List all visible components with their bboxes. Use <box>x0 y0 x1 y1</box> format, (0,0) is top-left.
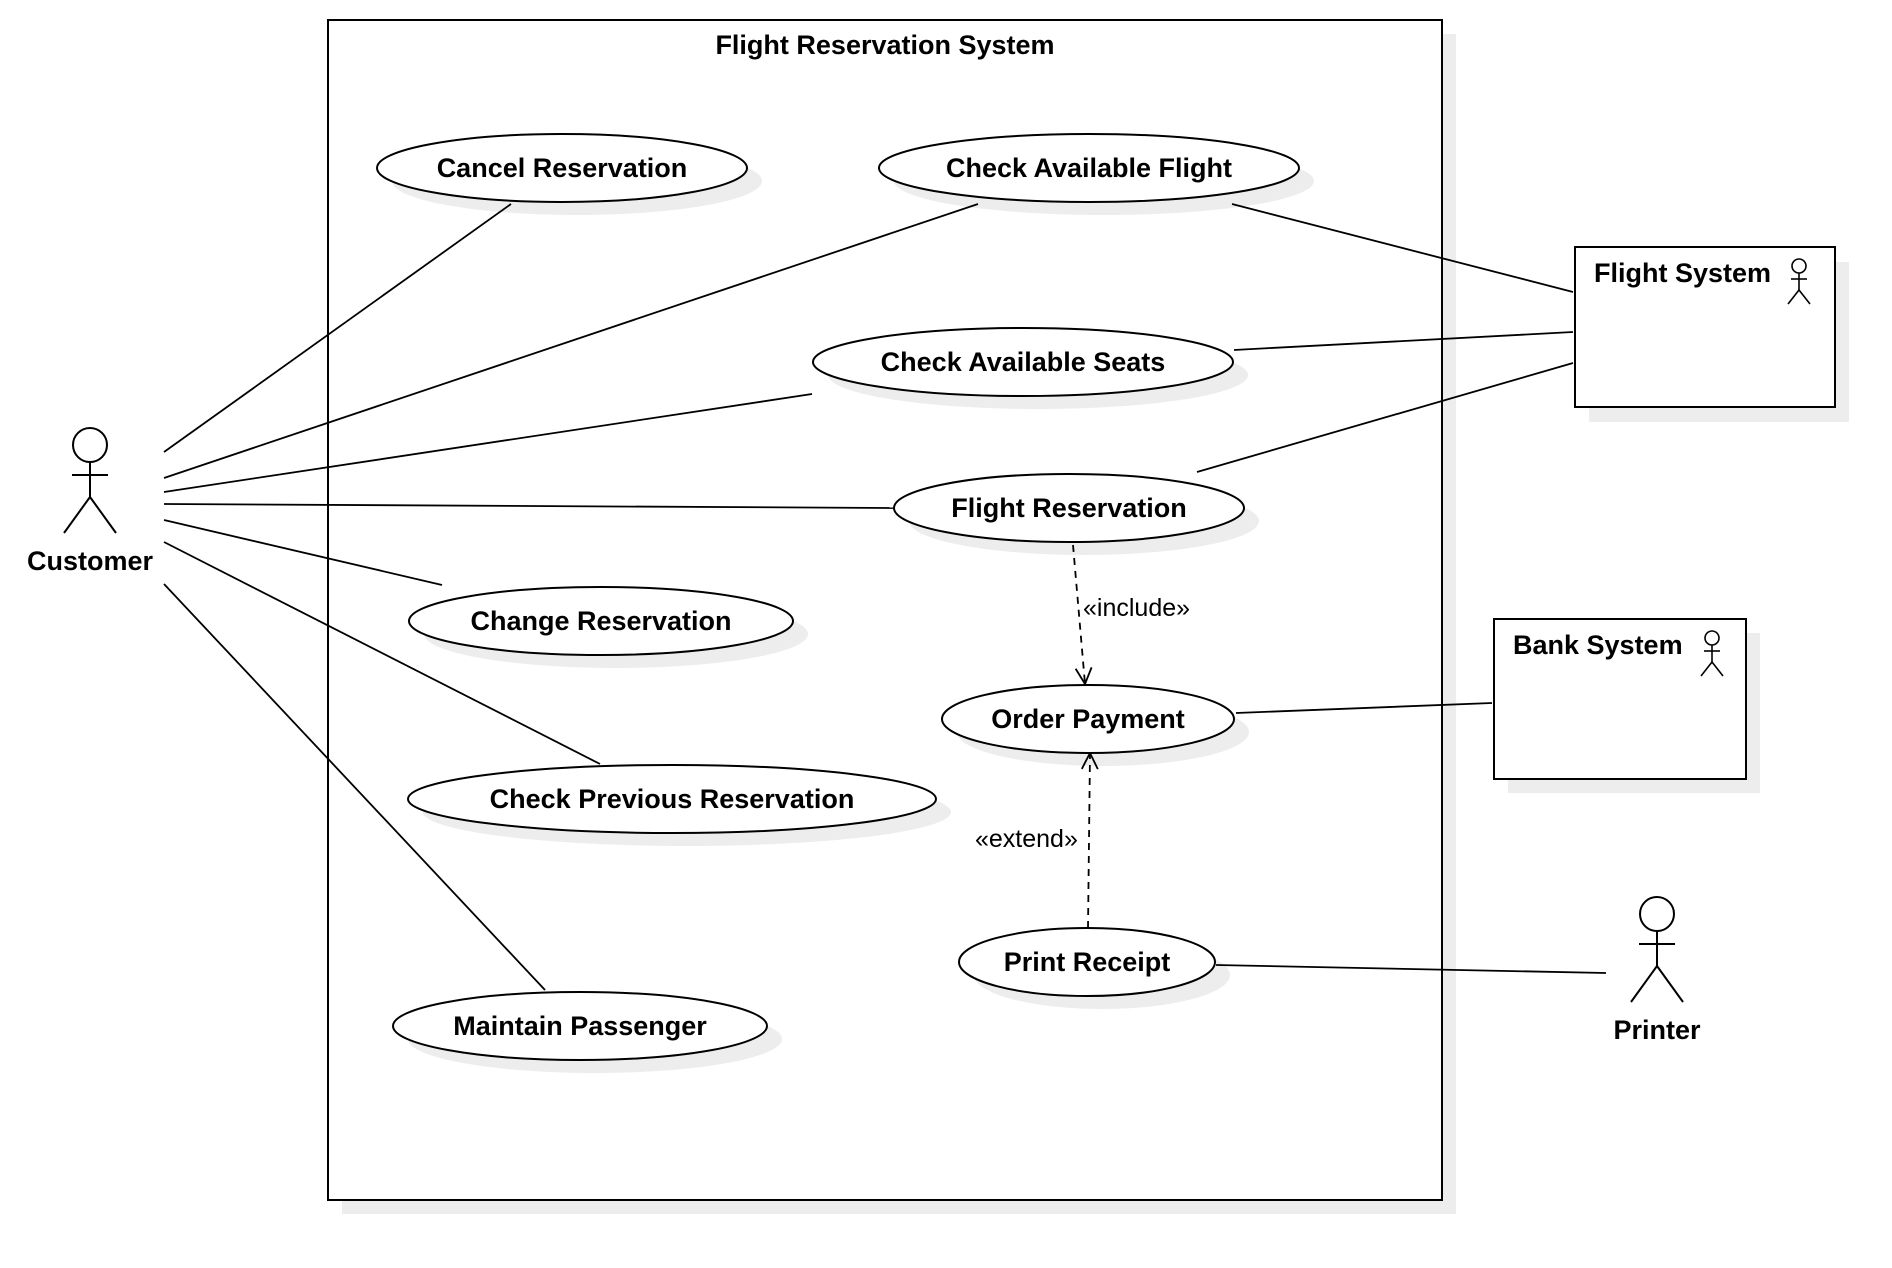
use-case-maintain-passenger[interactable]: Maintain Passenger <box>392 991 782 1073</box>
include-label: «include» <box>1083 594 1190 622</box>
include-arrow <box>1072 544 1093 687</box>
assoc-check-flight-flight-system <box>1231 203 1574 293</box>
use-case-label: Order Payment <box>991 704 1185 734</box>
actor-icon <box>1700 630 1724 677</box>
customer-associations <box>163 203 979 991</box>
assoc-customer-check-flight <box>163 203 979 479</box>
actor-label: Bank System <box>1513 630 1683 660</box>
extend-relation: «extend» <box>975 750 1099 929</box>
assoc-customer-check-previous <box>163 541 601 765</box>
actor-label: Printer <box>1613 1015 1701 1045</box>
use-case-check-available-seats[interactable]: Check Available Seats <box>812 327 1248 409</box>
actor-customer[interactable]: Customer <box>27 427 154 576</box>
use-case-label: Print Receipt <box>1004 947 1171 977</box>
use-case-order-payment[interactable]: Order Payment <box>941 684 1249 766</box>
system-title: Flight Reservation System <box>715 30 1054 60</box>
use-case-label: Check Available Flight <box>946 153 1232 183</box>
use-case-label: Check Available Seats <box>881 347 1166 377</box>
assoc-flight-reservation-flight-system <box>1196 362 1574 473</box>
use-case-label: Change Reservation <box>470 606 731 636</box>
assoc-customer-maintain <box>163 583 546 991</box>
extend-label: «extend» <box>975 825 1078 853</box>
system-associations <box>1196 203 1607 974</box>
assoc-customer-cancel <box>163 203 512 453</box>
include-relation: «include» <box>1072 544 1190 687</box>
actor-bank-system[interactable]: Bank System <box>1493 618 1760 793</box>
use-case-label: Cancel Reservation <box>437 153 688 183</box>
assoc-check-seats-flight-system <box>1233 331 1574 351</box>
use-case-print-receipt[interactable]: Print Receipt <box>958 927 1230 1009</box>
use-case-check-previous-reservation[interactable]: Check Previous Reservation <box>407 764 951 846</box>
use-case-change-reservation[interactable]: Change Reservation <box>408 586 808 668</box>
actor-label: Flight System <box>1594 258 1771 288</box>
actor-flight-system[interactable]: Flight System <box>1574 246 1849 422</box>
use-case-cancel-reservation[interactable]: Cancel Reservation <box>376 133 762 215</box>
assoc-print-receipt-printer <box>1215 964 1607 974</box>
use-case-label: Maintain Passenger <box>453 1011 707 1041</box>
assoc-customer-change <box>163 519 443 586</box>
use-case-flight-reservation[interactable]: Flight Reservation <box>893 473 1259 555</box>
actor-printer[interactable]: Printer <box>1613 896 1701 1045</box>
assoc-customer-flight-reservation <box>163 503 894 509</box>
stick-figure-icon <box>1630 896 1684 1003</box>
stick-figure-icon <box>63 427 117 534</box>
extend-arrow <box>1081 750 1099 929</box>
use-case-label: Check Previous Reservation <box>490 784 855 814</box>
actor-label: Customer <box>27 546 154 576</box>
use-case-label: Flight Reservation <box>951 493 1187 523</box>
assoc-order-payment-bank-system <box>1235 702 1493 714</box>
actor-icon <box>1787 258 1811 305</box>
assoc-customer-check-seats <box>163 393 813 493</box>
use-case-check-available-flight[interactable]: Check Available Flight <box>878 133 1314 215</box>
